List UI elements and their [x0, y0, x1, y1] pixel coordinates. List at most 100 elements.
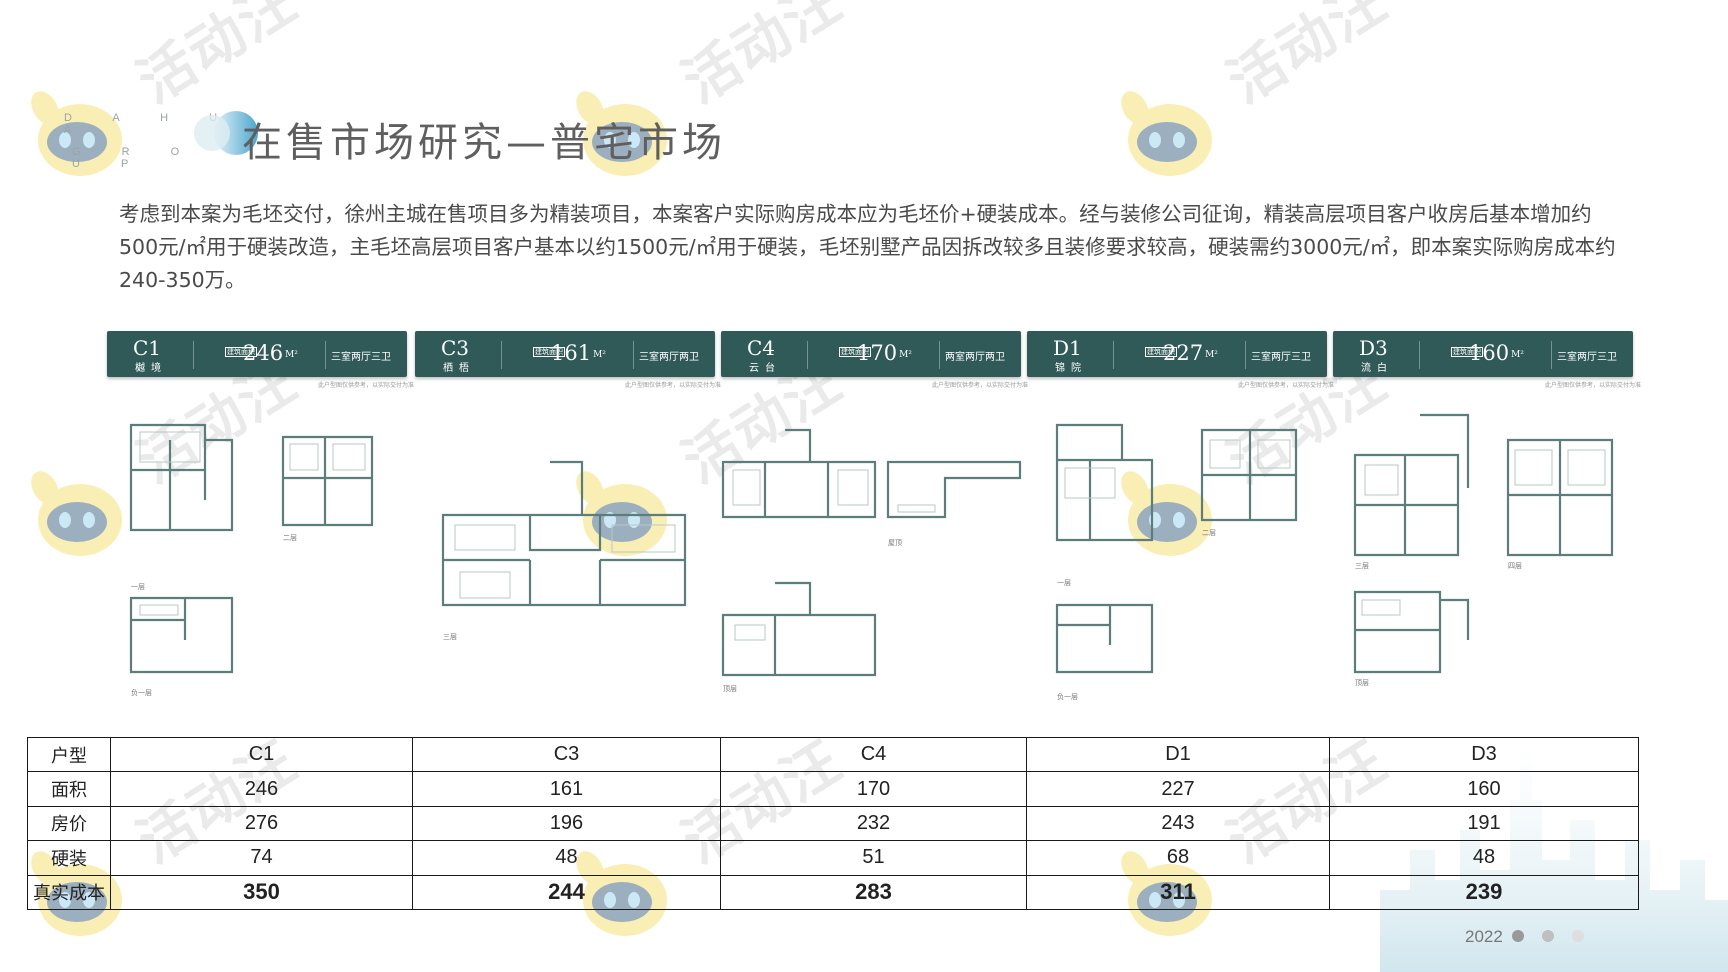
area-tag: 建筑面积 [839, 347, 871, 357]
area-unit: M² [899, 349, 912, 360]
page-title: 在售市场研究—普宅市场 [242, 120, 726, 166]
unit-code: D3 [1359, 336, 1388, 360]
plan-label: 三层 [1355, 562, 1369, 570]
table-cell: 244 [412, 874, 721, 910]
area-value: 170 [857, 341, 898, 365]
table-cell: D3 [1329, 736, 1639, 773]
table-cell: 196 [412, 805, 721, 842]
unit-note: 此户型图仅供参考，以实际交付为准 [1238, 382, 1335, 389]
divider [1419, 341, 1420, 369]
table-cell: 276 [110, 805, 413, 842]
page-dot [1542, 930, 1554, 942]
table-header-row: 户型 C1 C3 C4 D1 D3 [27, 736, 1639, 773]
divider [193, 341, 194, 369]
unit-note: 此户型图仅供参考，以实际交付为准 [318, 382, 415, 389]
area-unit: M² [1205, 349, 1218, 360]
table-cell: 246 [110, 771, 413, 807]
table-cell: 160 [1329, 771, 1639, 807]
table-row: 房价 276 196 232 243 191 [27, 805, 1639, 842]
area-tag: 建筑面积 [1145, 347, 1177, 357]
unit-layout: 三室两厅三卫 [1557, 352, 1617, 363]
table-cell: 户型 [27, 736, 111, 773]
watermark: 活动汪 [25, 349, 309, 580]
unit-note: 此户型图仅供参考，以实际交付为准 [625, 382, 722, 389]
watermark-text: 活动汪 [126, 0, 309, 117]
plan-c4 [721, 428, 1022, 677]
logo-text-top: D A H U A [64, 112, 237, 136]
table-cell: 232 [720, 805, 1027, 842]
unit-layout: 三室两厅三卫 [331, 352, 391, 363]
mascot-icon [1121, 91, 1212, 176]
watermark-text: 活动汪 [671, 0, 854, 117]
area-tag: 建筑面积 [533, 347, 565, 357]
plan-label: 一层 [131, 583, 145, 591]
unit-code: C3 [441, 336, 470, 360]
table-cell: 68 [1026, 840, 1330, 876]
unit-note: 此户型图仅供参考，以实际交付为准 [1545, 382, 1642, 389]
plan-label: 屋顶 [888, 539, 902, 547]
page-dot [1572, 930, 1584, 942]
watermark: 活动汪 [570, 349, 854, 580]
table-cell: 48 [1329, 840, 1639, 876]
divider [501, 341, 502, 369]
divider [939, 341, 940, 369]
plan-label: 顶层 [723, 685, 737, 693]
table-row: 硬装 74 48 51 68 48 [27, 840, 1639, 876]
unit-layout: 两室两厅两卫 [945, 352, 1005, 363]
plan-label: 负一层 [131, 689, 152, 697]
table-cell: 51 [720, 840, 1027, 876]
area-value: 246 [243, 341, 284, 365]
unit-code: C1 [133, 336, 162, 360]
watermark-text: 活动汪 [1216, 0, 1399, 117]
unit-name: 流白 [1361, 363, 1393, 374]
table-cell: 350 [110, 874, 413, 910]
area-value: 227 [1163, 341, 1204, 365]
plan-label: 三层 [443, 633, 457, 641]
skyline-decoration [1380, 740, 1728, 972]
mascot-icon [576, 471, 667, 556]
area-unit: M² [285, 349, 298, 360]
plan-c3 [441, 460, 687, 607]
plan-d1 [1055, 423, 1298, 674]
area-value: 160 [1469, 341, 1510, 365]
table-cell: 311 [1026, 874, 1330, 910]
table-cell: C1 [110, 736, 413, 773]
unit-name: 樾境 [135, 363, 167, 374]
unit-code: D1 [1053, 336, 1082, 360]
plan-label: 一层 [1057, 579, 1071, 587]
table-row-total: 真实成本 350 244 283 311 239 [27, 874, 1639, 910]
table-row: 面积 246 161 170 227 160 [27, 771, 1639, 807]
mascot-icon [1121, 471, 1212, 556]
mascot-icon [31, 471, 122, 556]
plan-label: 负一层 [1057, 693, 1078, 701]
intro-paragraph: 考虑到本案为毛坯交付，徐州主城在售项目多为精装项目，本案客户实际购房成本应为毛坯… [119, 202, 1616, 292]
footer-year: 2022 [1465, 927, 1503, 946]
watermark: 活动汪 [1115, 0, 1399, 200]
area-tag: 建筑面积 [225, 347, 257, 357]
divider [325, 341, 326, 369]
unit-name: 云台 [749, 363, 781, 374]
unit-layout: 三室两厅两卫 [639, 352, 699, 363]
table-cell: C3 [412, 736, 721, 773]
unit-name: 锦院 [1055, 363, 1087, 374]
table-cell: 硬装 [27, 840, 111, 876]
cost-table: 户型 C1 C3 C4 D1 D3 面积 246 161 170 227 160… [27, 736, 1639, 910]
unit-code: C4 [747, 336, 776, 360]
table-cell: 74 [110, 840, 413, 876]
table-cell: 房价 [27, 805, 111, 842]
table-cell: 283 [720, 874, 1027, 910]
table-cell: 48 [412, 840, 721, 876]
table-cell: 239 [1329, 874, 1639, 910]
table-cell: 243 [1026, 805, 1330, 842]
plan-d3 [1353, 413, 1614, 674]
area-tag: 建筑面积 [1451, 347, 1483, 357]
table-cell: 227 [1026, 771, 1330, 807]
table-cell: 161 [412, 771, 721, 807]
divider [807, 341, 808, 369]
